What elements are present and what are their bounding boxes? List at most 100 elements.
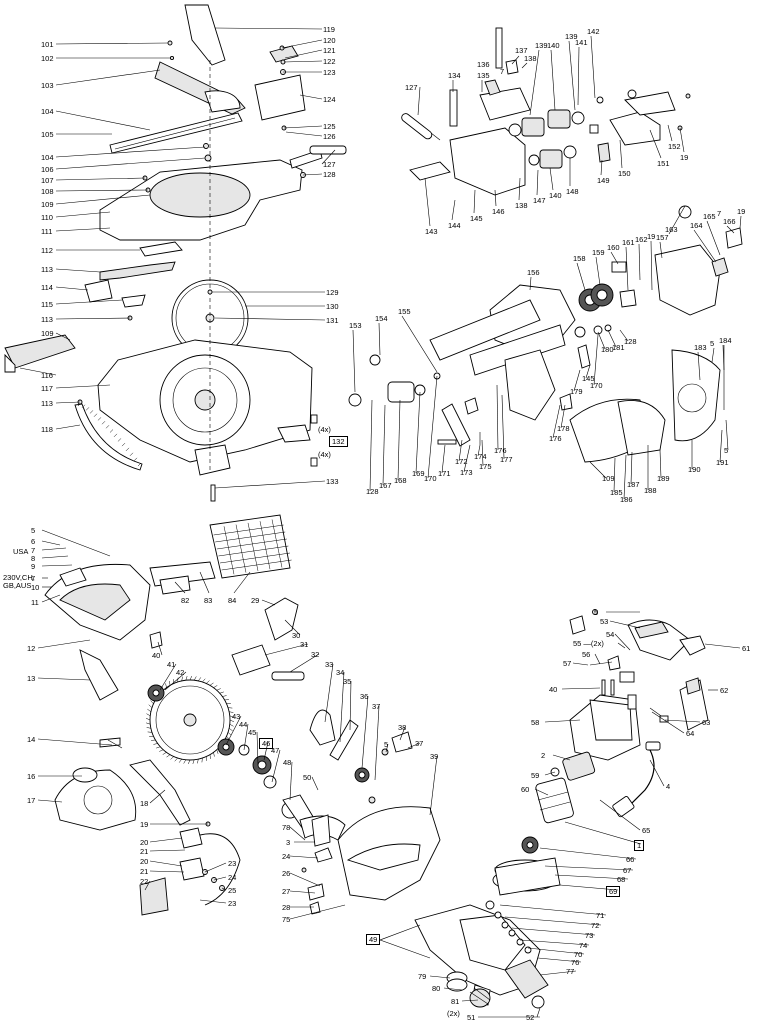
- callout-113c: 113: [41, 399, 53, 408]
- callout-117: 117: [41, 384, 53, 393]
- callout-158: 158: [573, 254, 586, 263]
- callout-40a: 40: [152, 651, 161, 660]
- callout-37a: 37: [372, 702, 381, 711]
- base-housing: [97, 339, 313, 476]
- callout-116: 116: [41, 371, 53, 380]
- callout-30: 30: [292, 631, 301, 640]
- callout-1: 1: [634, 840, 645, 851]
- fence-assembly: [109, 4, 306, 154]
- arm-parts: [84, 241, 183, 308]
- callout-74: 74: [579, 941, 588, 950]
- callout-177: 177: [500, 455, 513, 464]
- callout-7a: 7: [500, 67, 505, 76]
- callout-101: 101: [41, 40, 54, 49]
- callout-48: 48: [283, 758, 292, 767]
- callout-62: 62: [720, 686, 729, 695]
- callout-135: 135: [477, 71, 490, 80]
- callout-24b: 24: [282, 852, 291, 861]
- callout-104b: 104: [41, 153, 54, 162]
- callout-143: 143: [425, 227, 438, 236]
- callout-69: 69: [606, 886, 621, 897]
- callout-137: 137: [515, 46, 528, 55]
- callout-152: 152: [668, 142, 681, 151]
- callout-128b: 128: [624, 337, 637, 346]
- callout-13: 13: [27, 674, 36, 683]
- callout-149: 149: [597, 176, 610, 185]
- callout-146: 146: [492, 207, 505, 216]
- callout-5e: 5: [594, 608, 599, 617]
- upper-arm-assembly: [429, 205, 743, 421]
- saw-blade: [145, 675, 235, 765]
- callout-19c: 19: [737, 207, 746, 216]
- callout-113b: 113: [41, 315, 53, 324]
- callout-191: 191: [716, 458, 729, 467]
- callout-7d: 7: [31, 574, 36, 583]
- leader-lines: [19, 27, 742, 1018]
- callout-77: 77: [566, 967, 575, 976]
- callout-56: 56: [582, 650, 591, 659]
- callout-154: 154: [375, 314, 388, 323]
- callout-167: 167: [379, 481, 392, 490]
- lower-blade-guard: [54, 767, 137, 831]
- callout-138b: 138: [515, 201, 528, 210]
- callout-130: 130: [326, 302, 339, 311]
- callout-9: 9: [31, 562, 36, 571]
- callout-165: 165: [703, 212, 716, 221]
- switch-handle-parts: [139, 821, 333, 916]
- callout-66: 66: [626, 855, 635, 864]
- callout-140a: 140: [547, 41, 560, 50]
- callout-50: 50: [303, 773, 312, 782]
- callout-148: 148: [566, 187, 579, 196]
- callout-84: 84: [228, 596, 237, 605]
- callout-120: 120: [323, 36, 336, 45]
- callout-58: 58: [531, 718, 540, 727]
- callout-183: 183: [694, 343, 707, 352]
- callout-151: 151: [657, 159, 670, 168]
- callout-65: 65: [642, 826, 651, 835]
- slide-bearing-assembly: [401, 27, 531, 196]
- callout-161: 161: [622, 238, 635, 247]
- callout-49: 49: [366, 934, 381, 945]
- callout-186: 186: [620, 495, 633, 504]
- callout-47: 47: [271, 746, 280, 755]
- callout-23a: 23: [228, 859, 237, 868]
- callout-126: 126: [323, 132, 336, 141]
- callout-51: 51: [467, 1013, 476, 1022]
- callout-155: 155: [398, 307, 411, 316]
- callout-128c: 128: [366, 487, 379, 496]
- callout-4: 4: [666, 782, 671, 791]
- callout-67: 67: [623, 866, 632, 875]
- callout-16: 16: [27, 772, 36, 781]
- callout-153: 153: [349, 321, 362, 330]
- callout-5d: 5: [384, 740, 389, 749]
- callout-162: 162: [635, 235, 648, 244]
- callout-20b: 20: [140, 857, 149, 866]
- callout-109c: 109: [602, 474, 615, 483]
- callout-175: 175: [479, 462, 492, 471]
- callout-139b: 139: [565, 32, 578, 41]
- callout-36: 36: [360, 692, 369, 701]
- callout-179: 179: [570, 387, 583, 396]
- callout-169: 169: [412, 469, 425, 478]
- callout-147: 147: [533, 196, 546, 205]
- region-gb-aus: GB,AUS: [3, 581, 32, 590]
- callout-22: 22: [140, 877, 149, 886]
- callout-53: 53: [600, 617, 609, 626]
- callout-174: 174: [474, 452, 487, 461]
- callout-115: 115: [41, 300, 53, 309]
- callout-63: 63: [702, 718, 711, 727]
- callout-106: 106: [41, 165, 54, 174]
- callout-124: 124: [323, 95, 336, 104]
- callout-41: 41: [167, 660, 176, 669]
- callout-55: 55 —(2x): [573, 639, 604, 648]
- guard-linkage: [79, 631, 191, 826]
- callout-134: 134: [448, 71, 461, 80]
- callout-112: 112: [41, 246, 53, 255]
- callout-35: 35: [343, 677, 352, 686]
- callout-54: 54: [606, 630, 615, 639]
- callout-168: 168: [394, 476, 407, 485]
- callout-37b: 37: [415, 739, 424, 748]
- callout-172: 172: [455, 457, 468, 466]
- callout-128a: 128: [323, 170, 336, 179]
- callout-20a: 20: [140, 838, 149, 847]
